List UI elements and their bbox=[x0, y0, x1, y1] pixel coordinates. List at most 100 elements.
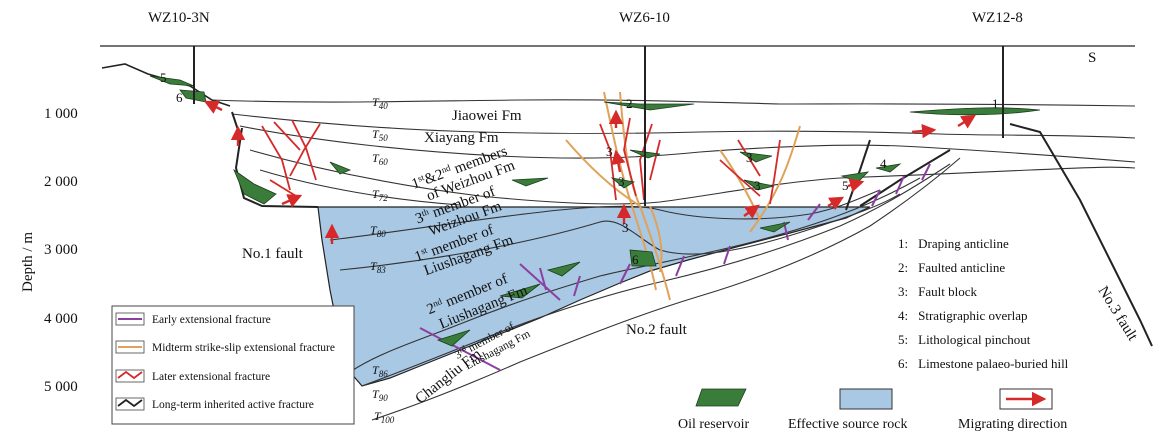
well-lines bbox=[193, 46, 1004, 206]
svg-text:Later extensional fracture: Later extensional fracture bbox=[152, 371, 270, 383]
svg-text:1: 1 bbox=[992, 96, 999, 111]
legend-migration-label: Migrating direction bbox=[958, 417, 1067, 432]
bottom-legend: Oil reservoir Effective source rock Migr… bbox=[678, 388, 1067, 432]
depth-tick-1000: 1 000 bbox=[44, 106, 78, 122]
well-label-wz6-10: WZ6-10 bbox=[619, 10, 670, 26]
interface-t90: T90 bbox=[372, 387, 388, 403]
svg-text:3: 3 bbox=[754, 178, 761, 193]
formation-jiaowei: Jiaowei Fm bbox=[452, 108, 522, 124]
oil-block-d bbox=[743, 179, 775, 191]
legend-oil-swatch bbox=[695, 388, 747, 407]
formation-xiayang: Xiayang Fm bbox=[424, 130, 499, 146]
no2-splay-b bbox=[649, 205, 663, 273]
interface-t86: T86 bbox=[372, 363, 388, 379]
oil-block-c bbox=[739, 151, 773, 163]
fracture-legend: Early extensional fracture Midterm strik… bbox=[111, 305, 355, 425]
layer-t50 bbox=[231, 113, 1136, 139]
well-labels: WZ10-3N WZ6-10 WZ12-8 S bbox=[148, 10, 1096, 66]
depth-axis-label: Depth / m bbox=[20, 232, 36, 292]
fracture-legend-item-long-term: Long-term inherited active fracture bbox=[115, 397, 314, 411]
interface-t40: T40 bbox=[372, 95, 388, 111]
layer-t83 bbox=[339, 193, 901, 271]
oil-draping-anticline bbox=[909, 107, 1041, 116]
oil-faulted-anticline bbox=[603, 101, 695, 111]
oil-low-2 bbox=[629, 249, 657, 267]
svg-text:5: 5 bbox=[160, 70, 167, 85]
fracture-legend-box bbox=[111, 305, 355, 425]
depth-tick-5000: 5 000 bbox=[44, 379, 78, 395]
layer-t40 bbox=[211, 99, 1136, 107]
trap-legend-item-1: 1:Draping anticline bbox=[898, 236, 1009, 251]
legend-oil-label: Oil reservoir bbox=[678, 417, 749, 432]
layer-t72 bbox=[249, 149, 1136, 205]
svg-text:6: 6 bbox=[632, 252, 639, 267]
long-term-faults bbox=[231, 111, 1153, 347]
oil-pinchout-right bbox=[875, 163, 902, 173]
trap-legend-item-3: 3:Fault block bbox=[898, 284, 977, 299]
fracture-legend-item-later: Later extensional fracture bbox=[115, 369, 270, 383]
oil-block-e bbox=[511, 177, 549, 187]
oil-buried-hill-fault bbox=[233, 168, 277, 205]
no1-fault-line bbox=[234, 127, 319, 208]
oil-pinchout-top bbox=[149, 75, 195, 87]
svg-text:Long-term inherited active fra: Long-term inherited active fracture bbox=[152, 399, 314, 411]
later-fractures bbox=[261, 117, 781, 205]
well-label-wz12-8: WZ12-8 bbox=[972, 10, 1023, 26]
depth-axis: Depth / m 1 000 2 000 3 000 4 000 5 000 bbox=[20, 106, 78, 395]
svg-text:4: 4 bbox=[880, 156, 887, 171]
migration-arrows bbox=[203, 100, 977, 244]
depth-tick-3000: 3 000 bbox=[44, 242, 78, 258]
no2-splay-a bbox=[565, 139, 641, 207]
layer-t100 bbox=[371, 157, 961, 421]
legend-source-label: Effective source rock bbox=[788, 417, 907, 432]
trap-legend-item-4: 4:Stratigraphic overlap bbox=[898, 308, 1028, 323]
svg-text:Midterm strike-slip extensiona: Midterm strike-slip extensional fracture bbox=[152, 342, 335, 354]
legend-source-swatch bbox=[839, 388, 893, 410]
oil-block-f bbox=[329, 161, 352, 175]
layer-t90 bbox=[361, 163, 951, 387]
trap-legend-item-2: 2:Faulted anticline bbox=[898, 260, 1005, 275]
layer-t72b bbox=[259, 169, 461, 206]
layer-t60 bbox=[239, 125, 1136, 163]
depth-tick-2000: 2 000 bbox=[44, 174, 78, 190]
svg-text:2: 2 bbox=[626, 96, 633, 111]
direction-label: S bbox=[1088, 50, 1096, 66]
fault-label-no1: No.1 fault bbox=[242, 246, 304, 262]
early-fractures bbox=[419, 163, 931, 371]
interface-t50: T50 bbox=[372, 127, 388, 143]
interface-t83: T83 bbox=[370, 259, 386, 275]
oil-low-4 bbox=[436, 329, 471, 347]
svg-text:3: 3 bbox=[622, 220, 629, 235]
interface-labels: T40 T50 T60 T72 T80 T83 T86 T90 T100 bbox=[370, 95, 395, 425]
oil-low-1 bbox=[759, 221, 791, 233]
interface-t100: T100 bbox=[374, 409, 395, 425]
fracture-legend-item-early: Early extensional fracture bbox=[115, 312, 271, 326]
trap-legend-item-5: 5:Lithological pinchout bbox=[898, 332, 1031, 347]
fracture-legend-item-midterm: Midterm strike-slip extensional fracture bbox=[115, 340, 335, 354]
svg-text:3: 3 bbox=[746, 150, 753, 165]
svg-text:5: 5 bbox=[842, 178, 849, 193]
well-label-wz10-3n: WZ10-3N bbox=[148, 10, 210, 26]
trap-legend: 1:Draping anticline 2:Faulted anticline … bbox=[898, 236, 1069, 371]
fault-label-no3: No.3 fault bbox=[1095, 284, 1141, 345]
right-fault bbox=[859, 149, 951, 207]
svg-text:3: 3 bbox=[606, 144, 613, 159]
surface-outline bbox=[102, 46, 1132, 104]
svg-text:6: 6 bbox=[176, 90, 183, 105]
stratigraphic-layers bbox=[211, 99, 1136, 421]
ramp-fault bbox=[845, 139, 871, 211]
depth-tick-4000: 4 000 bbox=[44, 311, 78, 327]
interface-t72: T72 bbox=[372, 187, 388, 203]
oil-low-3 bbox=[499, 283, 541, 299]
fault-label-no2: No.2 fault bbox=[626, 322, 688, 338]
svg-text:3: 3 bbox=[618, 174, 625, 189]
svg-text:Early extensional fracture: Early extensional fracture bbox=[152, 314, 271, 326]
layer-t86 bbox=[349, 177, 921, 373]
no3-fault-line bbox=[1009, 123, 1153, 347]
interface-t80: T80 bbox=[370, 223, 386, 239]
oil-low-5 bbox=[546, 261, 581, 277]
interface-t60: T60 bbox=[372, 151, 388, 167]
oil-block-b bbox=[610, 177, 636, 189]
